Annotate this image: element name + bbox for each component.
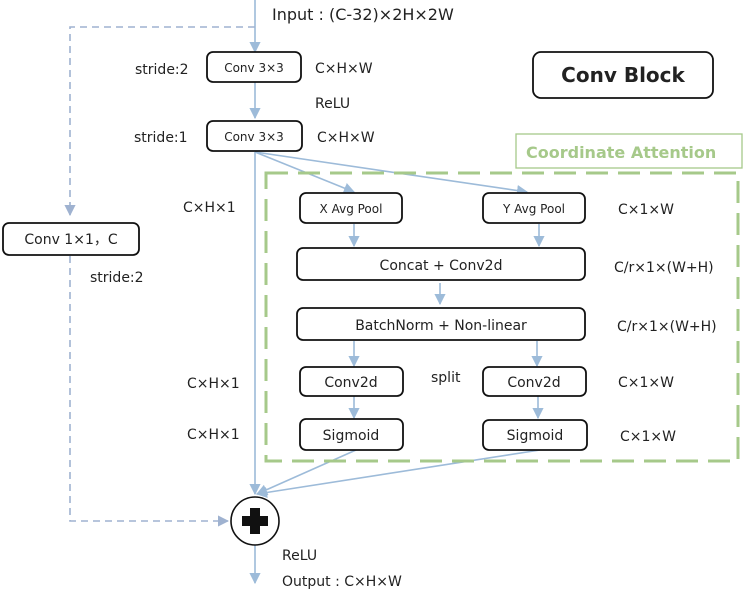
conv1-label: Conv 3×3 (224, 61, 284, 75)
batchnorm-shape: C/r×1×(W+H) (617, 319, 717, 335)
conv2-box (206, 120, 303, 152)
conv1x1-stride: stride:2 (90, 270, 144, 286)
add-node (230, 496, 280, 546)
conv2-label: Conv 3×3 (224, 130, 284, 144)
concat-conv2d-box (296, 247, 586, 281)
batchnorm-box (296, 307, 586, 341)
relu-label-1: ReLU (315, 96, 350, 112)
split-label: split (431, 370, 461, 386)
concat-shape: C/r×1×(W+H) (614, 260, 714, 276)
diagram-title: Conv Block (561, 63, 685, 87)
pool-shape: C×1×W (618, 202, 674, 218)
sigmoid-right-box (482, 419, 588, 451)
coordinate-attention-title-box (515, 133, 743, 169)
plus-icon (242, 508, 268, 534)
relu-label-2: ReLU (282, 548, 317, 564)
coordinate-attention-title: Coordinate Attention (526, 143, 716, 162)
concat-conv2d-label: Concat + Conv2d (380, 258, 503, 274)
title-box (532, 51, 714, 99)
arrow-to-y-pool (254, 151, 529, 197)
conv2-stride: stride:1 (134, 130, 188, 146)
conv2-shape: C×H×W (317, 130, 375, 146)
conv2d-right-label: Conv2d (507, 375, 560, 391)
conv1-box (206, 51, 302, 83)
conv2d-left-box (299, 366, 404, 397)
arrow-sigmoid-right-to-add (255, 449, 541, 498)
conv1x1-box (2, 222, 140, 256)
shape-left-2: C×H×1 (187, 376, 240, 392)
skip-arrow-to-add (69, 256, 230, 527)
conv2d-right-box (482, 366, 587, 397)
conv1-stride: stride:2 (135, 62, 189, 78)
skip-arrow-to-conv1x1 (64, 26, 255, 217)
sigmoid-right-label: Sigmoid (507, 428, 564, 444)
conv1-shape: C×H×W (315, 61, 373, 77)
input-label: Input : (C-32)×2H×2W (272, 5, 454, 24)
sigmoid-left-label: Sigmoid (323, 428, 380, 444)
output-label: Output : C×H×W (282, 574, 402, 590)
y-avg-pool-label: Y Avg Pool (502, 202, 565, 216)
coordinate-attention-region (264, 171, 740, 463)
conv2d-right-shape: C×1×W (618, 375, 674, 391)
conv1x1-label: Conv 1×1，C (24, 232, 117, 248)
sigmoid-left-box (299, 418, 404, 451)
x-avg-pool-label: X Avg Pool (320, 202, 383, 216)
x-avg-pool-box (299, 192, 403, 224)
shape-left-1: C×H×1 (183, 200, 236, 216)
arrow-sigmoid-left-to-add (255, 449, 357, 496)
conv2d-left-label: Conv2d (324, 375, 377, 391)
shape-left-3: C×H×1 (187, 427, 240, 443)
sigmoid-right-shape: C×1×W (620, 429, 676, 445)
y-avg-pool-box (482, 192, 586, 224)
batchnorm-label: BatchNorm + Non-linear (355, 318, 527, 334)
